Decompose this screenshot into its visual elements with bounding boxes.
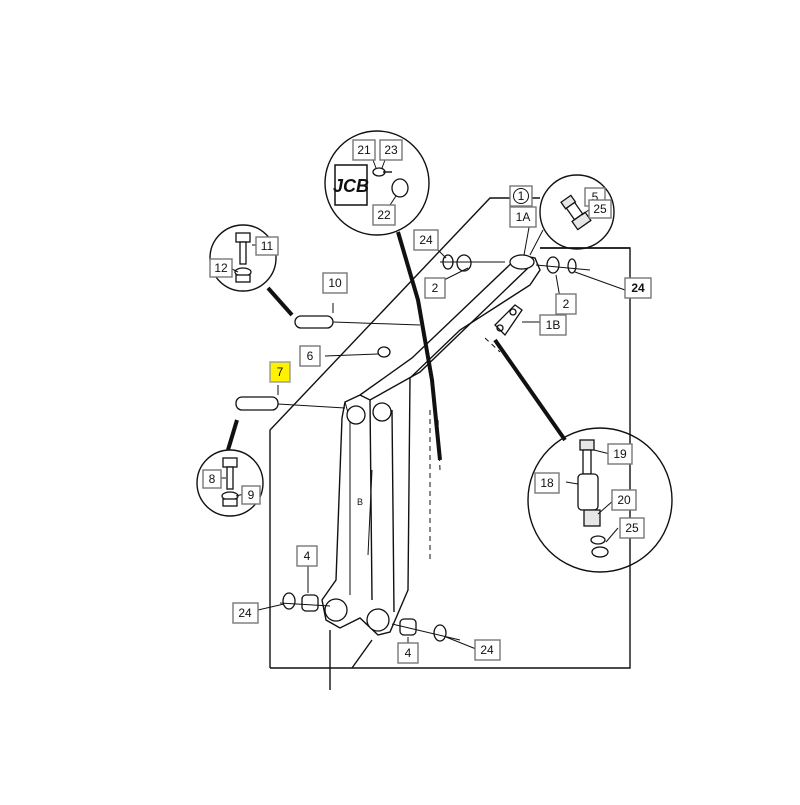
callout-22: 22 bbox=[372, 204, 396, 226]
callout-7-highlighted: 7 bbox=[269, 361, 291, 383]
cap-22 bbox=[391, 178, 409, 198]
upper-bushes bbox=[440, 254, 591, 274]
callout-label: 2 bbox=[563, 297, 570, 311]
callout-4-right: 4 bbox=[397, 642, 419, 664]
nut-19 bbox=[579, 439, 595, 451]
callout-19: 19 bbox=[607, 443, 633, 465]
callout-label: 7 bbox=[277, 365, 284, 379]
callout-24-upper: 24 bbox=[413, 229, 439, 251]
callout-2-upper: 2 bbox=[424, 277, 446, 299]
callout-6: 6 bbox=[299, 345, 321, 367]
pin-10 bbox=[294, 303, 421, 329]
callout-label: 24 bbox=[631, 281, 645, 295]
adapter-18 bbox=[577, 473, 599, 511]
detail-decal: JCB bbox=[324, 130, 442, 461]
bracket-1b bbox=[484, 304, 540, 353]
callout-label: 9 bbox=[248, 488, 255, 502]
screw-23 bbox=[372, 167, 392, 177]
callout-8: 8 bbox=[202, 469, 222, 489]
callout-label: 1 bbox=[518, 189, 525, 203]
callout-label: 21 bbox=[357, 143, 371, 157]
callout-label: 5 bbox=[592, 190, 599, 204]
callout-25-lower: 25 bbox=[619, 517, 645, 539]
jcb-logo-text: JCB bbox=[333, 176, 369, 196]
callout-24-lower-left: 24 bbox=[232, 602, 259, 624]
callout-label: 1B bbox=[546, 318, 561, 332]
lower-boss-right bbox=[366, 608, 390, 632]
callout-label: 1A bbox=[516, 210, 531, 224]
callout-11: 11 bbox=[255, 236, 279, 256]
bush-6 bbox=[324, 346, 391, 358]
callout-label: 10 bbox=[328, 276, 342, 290]
callout-label: 23 bbox=[384, 143, 398, 157]
callout-18: 18 bbox=[534, 472, 560, 494]
callout-21: 21 bbox=[352, 139, 376, 161]
upper-boss-left bbox=[346, 405, 366, 425]
callout-25-upper: 25 bbox=[588, 199, 612, 219]
jcb-logo: JCB bbox=[333, 164, 369, 206]
callout-label: 24 bbox=[480, 643, 494, 657]
callout-1a: 1A bbox=[509, 206, 537, 228]
callout-label: 19 bbox=[613, 447, 627, 461]
callout-12: 12 bbox=[209, 258, 233, 278]
callout-24-lower-right: 24 bbox=[474, 639, 501, 661]
cap-25 bbox=[591, 546, 609, 558]
callout-label: 25 bbox=[593, 202, 607, 216]
callout-label: 2 bbox=[432, 281, 439, 295]
callout-23: 23 bbox=[379, 139, 403, 161]
callout-label: 4 bbox=[304, 549, 311, 563]
callout-label: 4 bbox=[405, 646, 412, 660]
callout-label: 25 bbox=[625, 521, 639, 535]
callout-label: 24 bbox=[419, 233, 433, 247]
callout-20: 20 bbox=[611, 489, 637, 511]
adapter-20 bbox=[583, 509, 601, 527]
callout-24-right: 24 bbox=[624, 277, 652, 299]
pin-7 bbox=[235, 385, 346, 411]
detail-adapter bbox=[493, 338, 673, 573]
callout-1b: 1B bbox=[539, 314, 567, 336]
callout-4-left: 4 bbox=[296, 545, 318, 567]
callout-label: 20 bbox=[617, 493, 631, 507]
callout-label: 18 bbox=[540, 476, 554, 490]
callout-2-right: 2 bbox=[555, 293, 577, 315]
callout-label: 11 bbox=[261, 239, 274, 253]
detail-bolt-lower bbox=[196, 419, 264, 517]
lower-boss-left bbox=[324, 598, 348, 622]
bottom-leader-lines bbox=[329, 630, 373, 690]
top-pivot-boss bbox=[509, 254, 535, 270]
callout-label: 8 bbox=[209, 472, 216, 486]
dipper-arm: B bbox=[321, 254, 541, 636]
callout-label: 6 bbox=[307, 349, 314, 363]
callout-1: 1 bbox=[509, 185, 533, 207]
lower-bushes bbox=[279, 592, 461, 642]
callout-9: 9 bbox=[241, 485, 261, 505]
svg-text:B: B bbox=[357, 497, 363, 507]
detail-bolt-upper bbox=[209, 224, 294, 317]
callout-label: 22 bbox=[377, 208, 391, 222]
detail-grease-nipple bbox=[529, 174, 615, 256]
callout-label: 12 bbox=[214, 261, 228, 275]
upper-boss-right bbox=[372, 402, 392, 422]
callout-label: 24 bbox=[238, 606, 252, 620]
callout-10: 10 bbox=[322, 272, 348, 294]
